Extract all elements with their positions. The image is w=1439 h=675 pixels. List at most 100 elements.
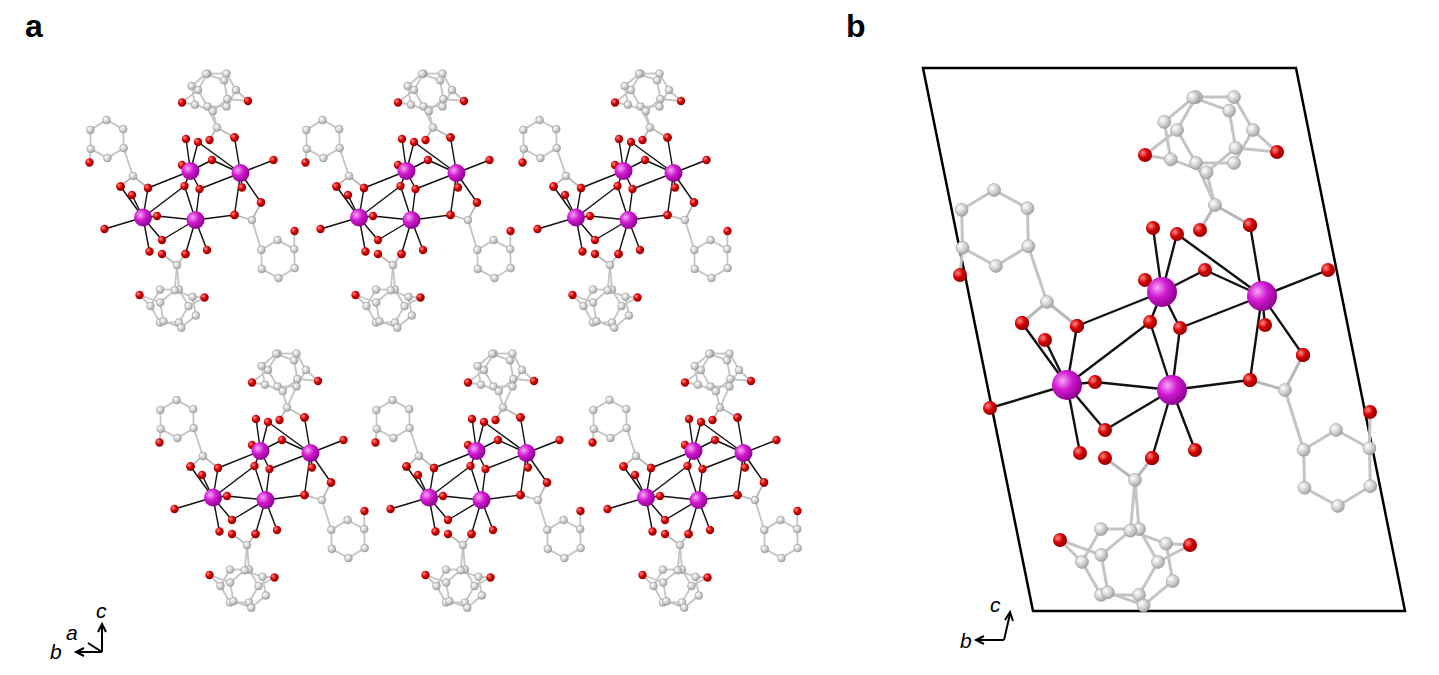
oxygen-atom <box>411 185 419 193</box>
carbon-atom <box>274 236 282 244</box>
carbon-atom <box>656 103 664 111</box>
oxygen-atom <box>424 156 432 164</box>
oxygen-atom <box>516 413 524 421</box>
metal-atom <box>420 489 438 507</box>
oxygen-atom <box>144 184 152 192</box>
oxygen-atom <box>265 465 273 473</box>
carbon-atom <box>335 125 343 133</box>
carbon-atom <box>1209 199 1222 212</box>
carbon-atom <box>1022 240 1035 253</box>
carbon-atom <box>1160 537 1173 550</box>
metal-atom <box>615 162 633 180</box>
carbon-atom <box>230 597 238 605</box>
carbon-atom <box>694 381 702 389</box>
carbon-atom <box>1279 384 1292 397</box>
oxygen-atom <box>419 246 427 254</box>
carbon-atom <box>692 573 700 581</box>
oxygen-atom <box>733 413 741 421</box>
oxygen-atom <box>181 250 189 258</box>
oxygen-atom <box>530 377 538 385</box>
carbon-atom <box>1363 442 1376 455</box>
carbon-atom <box>1129 474 1142 487</box>
oxygen-atom <box>671 183 679 191</box>
ligand-layer <box>86 70 298 332</box>
mn-cluster <box>301 70 514 332</box>
oxygen-atom <box>1243 218 1257 232</box>
carbon-atom <box>534 496 542 504</box>
oxygen-atom <box>591 250 599 258</box>
carbon-atom <box>1101 586 1114 599</box>
oxygen-atom <box>568 291 576 299</box>
carbon-atom <box>442 579 450 587</box>
carbon-atom <box>188 82 196 90</box>
oxygen-atom <box>491 416 499 424</box>
oxygen-atom <box>100 225 108 233</box>
carbon-atom <box>576 525 584 533</box>
bond <box>557 148 566 176</box>
oxygen-atom <box>690 198 698 206</box>
carbon-atom <box>389 261 397 269</box>
oxygen-atom <box>703 573 711 581</box>
bond <box>1130 480 1135 531</box>
oxygen-atom <box>1243 373 1257 387</box>
carbon-atom <box>408 312 416 320</box>
carbon-atom <box>160 317 168 325</box>
carbon-atom <box>436 76 444 84</box>
oxygen-atom <box>702 156 710 164</box>
oxygen-atom <box>278 436 286 444</box>
oxygen-atom <box>444 516 452 524</box>
carbon-atom <box>1364 480 1377 493</box>
oxygen-atom <box>155 438 163 446</box>
carbon-atom <box>129 172 137 180</box>
oxygen-atom <box>685 415 693 423</box>
carbon-atom <box>232 86 240 94</box>
carbon-atom <box>1124 524 1137 537</box>
carbon-atom <box>318 496 326 504</box>
bond <box>410 428 419 456</box>
carbon-atom <box>537 154 545 162</box>
oxygen-atom <box>144 184 152 192</box>
oxygen-atom <box>1243 218 1257 232</box>
metal-atom <box>232 164 250 182</box>
carbon-atom <box>433 582 441 590</box>
oxygen-atom <box>85 158 93 166</box>
metal-atom <box>1147 277 1177 307</box>
oxygen-atom <box>270 573 278 581</box>
carbon-atom <box>446 597 454 605</box>
carbon-atom <box>604 286 612 294</box>
oxygen-atom <box>332 182 340 190</box>
carbon-atom <box>104 154 112 162</box>
oxygen-atom <box>467 530 475 538</box>
carbon-atom <box>372 299 380 307</box>
carbon-atom <box>518 366 526 374</box>
oxygen-atom <box>706 526 714 534</box>
carbon-atom <box>580 302 588 310</box>
carbon-atom <box>1076 556 1089 569</box>
carbon-atom <box>1187 91 1200 104</box>
oxygen-atom <box>446 133 454 141</box>
oxygen-atom <box>656 492 664 500</box>
carbon-atom <box>646 124 654 132</box>
oxygen-atom <box>690 198 698 206</box>
carbon-atom <box>291 264 299 272</box>
carbon-atom <box>157 425 165 433</box>
carbon-atom <box>676 541 684 549</box>
carbon-atom <box>290 356 298 364</box>
carbon-atom <box>327 526 335 534</box>
carbon-atom <box>459 541 467 549</box>
metal-atom <box>187 211 205 229</box>
carbon-atom <box>1297 443 1310 456</box>
carbon-atom <box>681 216 689 224</box>
carbon-atom <box>726 375 734 383</box>
carbon-atom <box>1228 156 1241 169</box>
bond <box>468 220 477 250</box>
carbon-atom <box>120 144 128 152</box>
oxygen-atom <box>473 198 481 206</box>
oxygen-atom <box>135 291 143 299</box>
carbon-atom <box>372 406 380 414</box>
carbon-atom <box>761 545 769 553</box>
carbon-atom <box>463 604 471 612</box>
oxygen-atom <box>301 158 309 166</box>
oxygen-atom <box>1145 451 1159 465</box>
